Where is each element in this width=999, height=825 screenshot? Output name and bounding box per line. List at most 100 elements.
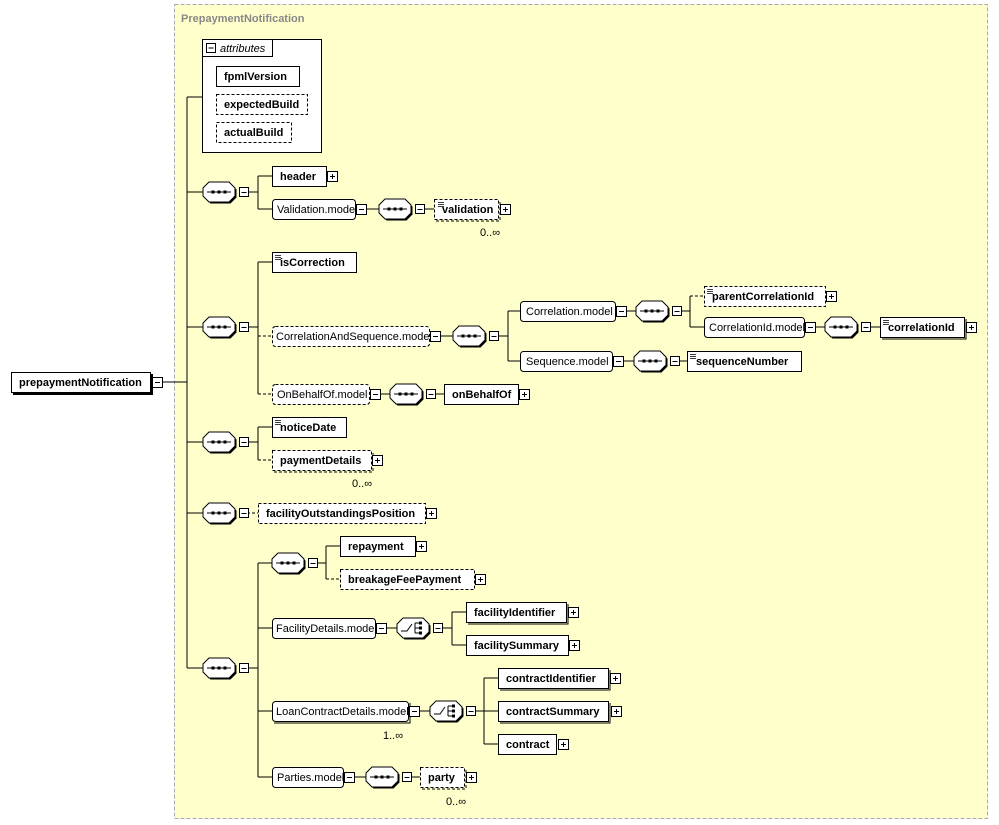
svg-text:FacilityDetails.model: FacilityDetails.model [276,623,377,635]
validation-element[interactable]: validation [434,199,501,222]
sequence-compositor-1[interactable] [202,181,237,204]
loan-contract-details-model-collapse-toggle[interactable] [409,706,420,717]
sequence-number-sequence-compositor-collapse-toggle[interactable] [670,356,680,366]
correlation-and-sequence-compositor[interactable] [452,325,487,348]
loan-contract-details-model-group[interactable]: LoanContractDetails.model [272,701,411,724]
attribute-fpmlversion[interactable]: fpmlVersion [216,66,300,87]
payment-details-expand-icon[interactable] [372,455,383,466]
parties-sequence-compositor-collapse-toggle[interactable] [402,772,412,782]
header-expand-icon[interactable] [327,171,338,182]
correlation-id-model-group[interactable]: CorrelationId.model [704,317,806,338]
validation-sequence-compositor[interactable] [378,198,413,221]
svg-text:fpmlVersion: fpmlVersion [224,71,287,83]
sequence-compositor-2[interactable] [202,316,237,339]
svg-text:parentCorrelationId: parentCorrelationId [712,291,814,303]
header-element[interactable]: header [272,166,327,187]
correlation-model-group[interactable]: Correlation.model [520,301,616,322]
correlation-id-model-collapse-toggle[interactable] [805,322,816,333]
svg-text:Correlation.model: Correlation.model [526,306,613,318]
on-behalf-of-model-group[interactable]: OnBehalfOf.model [272,384,370,405]
breakage-fee-payment-expand-icon[interactable] [475,574,486,585]
group-title: PrepaymentNotification [181,13,305,25]
svg-text:OnBehalfOf.model: OnBehalfOf.model [277,389,368,401]
correlation-and-sequence-model-group[interactable]: CorrelationAndSequence.model [272,326,432,347]
validation-sequence-compositor-collapse-toggle[interactable] [415,204,425,214]
attribute-actualbuild[interactable]: actualBuild [216,122,292,143]
sequence-number-element[interactable]: sequenceNumber [687,351,802,372]
parent-correlation-id-expand-icon[interactable] [826,291,837,302]
facility-details-model-collapse-toggle[interactable] [376,623,387,634]
sequence-compositor-2-collapse-toggle[interactable] [239,322,249,332]
sequence-compositor-5[interactable] [202,657,237,680]
validation-model-group[interactable]: Validation.model [272,199,358,220]
facility-details-choice-compositor[interactable] [396,617,431,640]
svg-text:contract: contract [506,739,550,751]
root-element[interactable]: prepaymentNotification [11,372,153,395]
parties-model-collapse-toggle[interactable] [344,772,355,783]
parties-sequence-compositor[interactable] [365,766,400,789]
contract-expand-icon[interactable] [558,739,569,750]
contract-summary-expand-icon[interactable] [611,706,622,717]
correlation-and-sequence-model-collapse-toggle[interactable] [430,331,441,342]
sequence-compositor-1-collapse-toggle[interactable] [239,187,249,197]
contract-element[interactable]: contract [498,734,557,755]
root-collapse-toggle[interactable] [152,377,163,388]
sequence-model-collapse-toggle[interactable] [613,356,624,367]
facility-summary-expand-icon[interactable] [569,640,580,651]
sequence-compositor-3-collapse-toggle[interactable] [239,437,249,447]
repayment-sequence-compositor-collapse-toggle[interactable] [308,558,318,568]
sequence-compositor-3[interactable] [202,431,237,454]
correlation-id-sequence-compositor-collapse-toggle[interactable] [861,322,871,332]
repayment-sequence-compositor[interactable] [271,552,306,575]
sequence-compositor-5-collapse-toggle[interactable] [239,663,249,673]
correlation-model-collapse-toggle[interactable] [616,306,627,317]
validation-expand-icon[interactable] [500,204,511,215]
svg-text:facilityIdentifier: facilityIdentifier [474,607,556,619]
correlation-id-sequence-compositor[interactable] [824,316,859,339]
parent-correlation-id-element[interactable]: parentCorrelationId [704,286,826,307]
svg-text:LoanContractDetails.model: LoanContractDetails.model [276,706,409,718]
sequence-number-sequence-compositor[interactable] [633,350,668,373]
payment-details-element[interactable]: paymentDetails [272,450,374,473]
facility-identifier-element[interactable]: facilityIdentifier [466,602,569,625]
sequence-model-group[interactable]: Sequence.model [520,351,613,372]
on-behalf-of-expand-icon[interactable] [519,389,530,400]
on-behalf-of-element[interactable]: onBehalfOf [444,384,519,405]
attributes-label: attributes [220,43,266,55]
notice-date-element[interactable]: noticeDate [272,417,347,438]
correlation-id-expand-icon[interactable] [966,322,977,333]
facility-identifier-expand-icon[interactable] [568,607,579,618]
attribute-expectedbuild[interactable]: expectedBuild [216,94,308,115]
iscorrection-element[interactable]: isCorrection [272,252,357,273]
party-expand-icon[interactable] [466,772,477,783]
contract-identifier-expand-icon[interactable] [610,673,621,684]
correlation-sequence-compositor-collapse-toggle[interactable] [672,306,682,316]
party-element[interactable]: party [420,767,467,790]
validation-model-collapse-toggle[interactable] [356,204,367,215]
on-behalf-of-sequence-compositor[interactable] [389,383,424,406]
sequence-compositor-4-collapse-toggle[interactable] [239,508,249,518]
facility-summary-element[interactable]: facilitySummary [466,635,569,656]
attributes-collapse-toggle[interactable] [206,43,216,53]
facility-outstandings-position-expand-icon[interactable] [426,508,437,519]
contract-identifier-element[interactable]: contractIdentifier [498,668,611,691]
facility-details-choice-compositor-collapse-toggle[interactable] [433,623,443,633]
facility-outstandings-position-element[interactable]: facilityOutstandingsPosition [258,503,426,524]
svg-text:CorrelationAndSequence.model: CorrelationAndSequence.model [276,331,432,343]
on-behalf-of-model-collapse-toggle[interactable] [370,389,381,400]
repayment-expand-icon[interactable] [416,541,427,552]
correlation-id-element[interactable]: correlationId [880,317,967,340]
loan-contract-details-choice-compositor-collapse-toggle[interactable] [466,706,476,716]
loan-contract-details-choice-compositor[interactable] [429,700,464,723]
repayment-element[interactable]: repayment [340,536,416,557]
svg-text:isCorrection: isCorrection [280,257,345,269]
facility-details-model-group[interactable]: FacilityDetails.model [272,618,377,639]
correlation-and-sequence-compositor-collapse-toggle[interactable] [489,331,499,341]
svg-text:facilityOutstandingsPosition: facilityOutstandingsPosition [266,508,415,520]
sequence-compositor-4[interactable] [202,502,237,525]
contract-summary-element[interactable]: contractSummary [498,701,611,724]
parties-model-group[interactable]: Parties.model [272,767,345,788]
correlation-sequence-compositor[interactable] [635,300,670,323]
breakage-fee-payment-element[interactable]: breakageFeePayment [340,569,475,590]
on-behalf-of-sequence-compositor-collapse-toggle[interactable] [426,389,436,399]
